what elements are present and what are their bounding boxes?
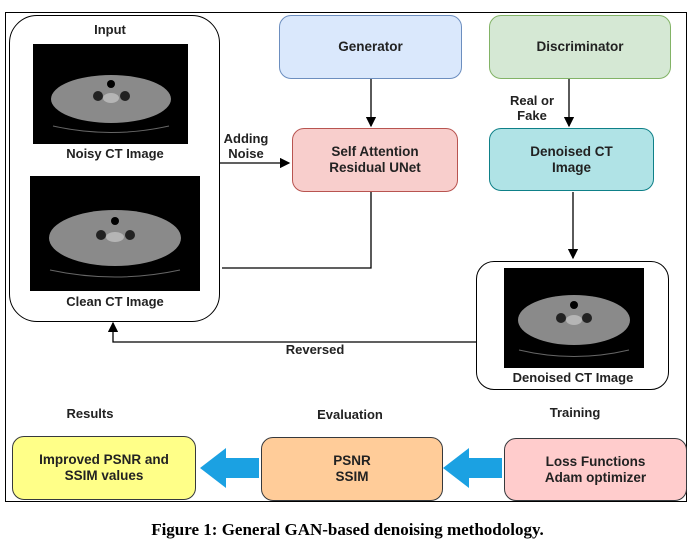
ct-scan-icon [49,210,181,278]
figure-caption: Figure 1: General GAN-based denoising me… [151,520,544,539]
evaluation-line1: PSNR [333,453,371,468]
noisy-ct-label: Noisy CT Image [66,146,164,161]
unet-line1: Self Attention [331,144,419,159]
evaluation-to-results-arrow [200,448,259,488]
unet-line2: Residual UNet [329,160,421,175]
denoised-panel-label: Denoised CT Image [512,370,634,385]
denoised-box-line2: Image [551,159,591,175]
input-panel [9,15,220,322]
results-line2: SSIM values [64,468,144,483]
evaluation-title: Evaluation [317,407,383,422]
real-or-fake-label: Real or Fake [498,93,566,123]
generator-label: Generator [338,39,403,54]
adding-noise-line2: Noise [228,146,264,161]
evaluation-box: PSNR SSIM [261,437,443,501]
results-box: Improved PSNR and SSIM values [12,436,196,500]
diagram-frame [5,12,687,502]
real-or-fake-line2: Fake [517,108,547,123]
real-or-fake-line1: Real or [509,93,555,108]
input-title: Input [94,22,126,37]
training-title: Training [549,405,601,420]
discriminator-box: Discriminator [489,15,671,79]
denoised-box-line1: Denoised CT [530,143,613,159]
ct-scan-icon [518,295,630,357]
results-line1: Improved PSNR and [39,452,169,467]
clean-ct-image [30,176,200,291]
clean-ct-label: Clean CT Image [66,294,164,309]
training-to-evaluation-arrow [443,448,502,488]
generator-box: Generator [279,15,462,79]
unet-output-line [222,192,372,269]
training-line2: Adam optimizer [544,469,647,485]
adding-noise-line1: Adding [223,131,269,146]
training-box: Loss Functions Adam optimizer [504,438,687,501]
denoised-panel [476,261,669,390]
reversed-label: Reversed [285,342,345,357]
unet-box: Self Attention Residual UNet [292,128,458,192]
noisy-ct-image [33,44,188,144]
results-title: Results [66,406,114,421]
training-line1: Loss Functions [545,453,646,469]
evaluation-line2: SSIM [335,469,369,484]
reversed-arrow [107,321,476,343]
denoised-ct-image [504,268,644,368]
adding-noise-label: Adding Noise [218,131,274,161]
discriminator-label: Discriminator [536,39,624,54]
denoised-ct-box: Denoised CT Image [489,128,654,191]
ct-scan-icon [51,75,171,133]
